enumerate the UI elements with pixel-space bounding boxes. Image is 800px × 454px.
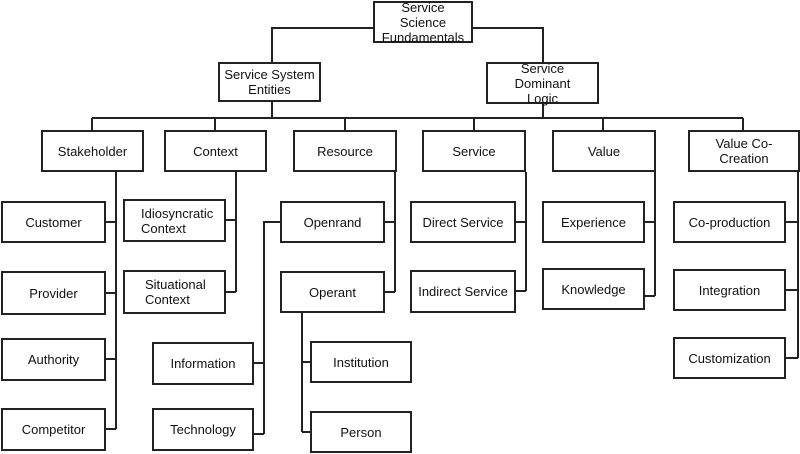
connector-openrand-spine bbox=[263, 221, 280, 434]
node-situational-context: Situational Context bbox=[123, 270, 226, 314]
node-indirect-service: Indirect Service bbox=[410, 270, 516, 313]
node-service-dominant-logic: Service Dominant Logic bbox=[486, 61, 599, 106]
node-context: Context bbox=[164, 130, 267, 172]
node-root: Service Science Fundamentals bbox=[373, 0, 473, 45]
connector-root-children bbox=[271, 27, 373, 62]
node-competitor: Competitor bbox=[1, 408, 106, 451]
node-idiosyncratic-context: Idiosyncratic Context bbox=[123, 199, 226, 242]
node-service-system-entities: Service System Entities bbox=[218, 62, 321, 102]
node-customer: Customer bbox=[1, 201, 106, 243]
node-operant: Operant bbox=[280, 271, 385, 313]
node-value-co-creation: Value Co-Creation bbox=[688, 130, 800, 172]
node-person: Person bbox=[310, 411, 412, 453]
node-technology: Technology bbox=[152, 408, 254, 451]
connector-root-sdl bbox=[472, 27, 544, 62]
node-provider: Provider bbox=[1, 271, 106, 315]
node-experience: Experience bbox=[542, 201, 645, 243]
node-knowledge: Knowledge bbox=[542, 268, 645, 310]
node-information: Information bbox=[152, 342, 254, 385]
node-authority: Authority bbox=[1, 338, 106, 381]
node-stakeholder: Stakeholder bbox=[41, 130, 144, 172]
node-service: Service bbox=[422, 130, 526, 172]
node-customization: Customization bbox=[673, 337, 786, 379]
node-openrand: Openrand bbox=[280, 201, 385, 243]
node-institution: Institution bbox=[310, 341, 412, 383]
node-integration: Integration bbox=[673, 269, 786, 311]
node-direct-service: Direct Service bbox=[410, 201, 516, 243]
node-value: Value bbox=[552, 130, 656, 172]
node-resource: Resource bbox=[293, 130, 397, 172]
node-co-production: Co-production bbox=[673, 201, 786, 243]
